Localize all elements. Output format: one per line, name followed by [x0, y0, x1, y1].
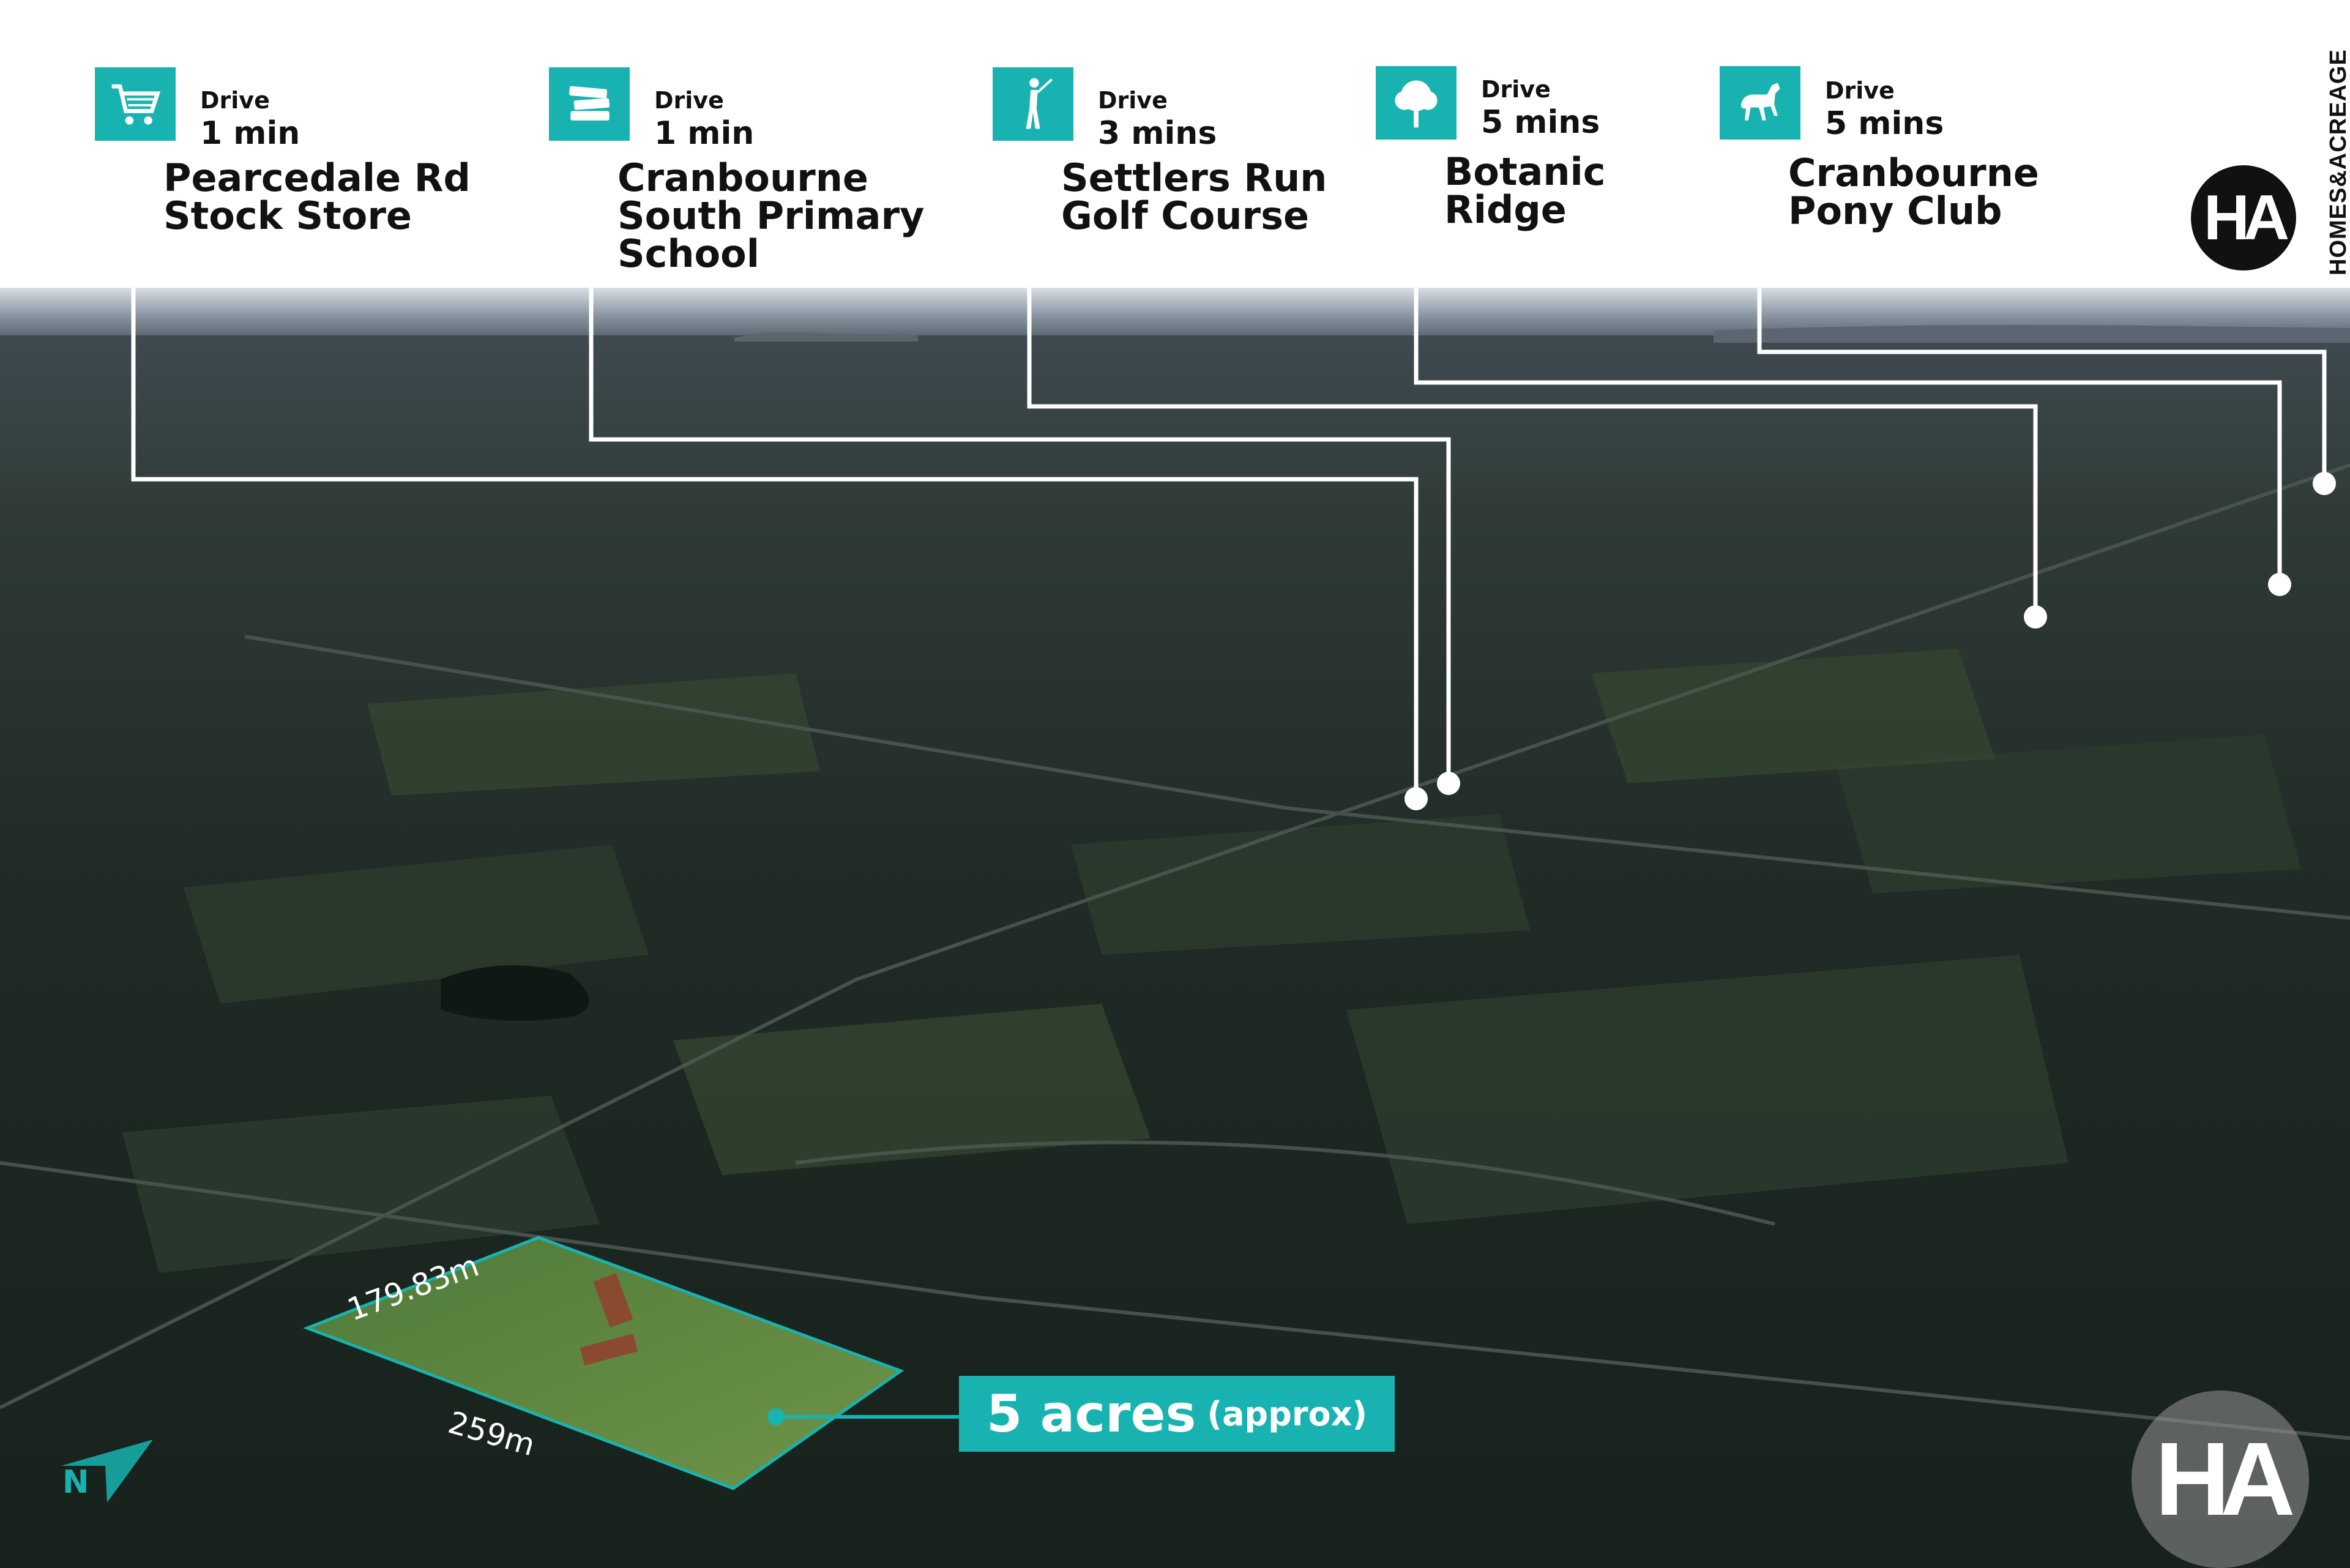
tree-icon: [1376, 66, 1457, 140]
acreage-qualifier: (approx): [1207, 1394, 1368, 1433]
poi-name-line: South Primary: [617, 193, 925, 238]
poi-name: Botanic Ridge: [1444, 153, 1605, 229]
poi-name: Cranbourne Pony Club: [1788, 154, 2039, 230]
poi-name-line: School: [617, 231, 759, 276]
drive-label: Drive: [1481, 76, 1551, 103]
brand-logo-bottom: HA: [2132, 1391, 2309, 1568]
brand-logo-top: HA HOMES&ACREAGE: [2191, 49, 2350, 282]
header-band: [0, 0, 2350, 288]
poi-name-line: Botanic: [1444, 149, 1606, 194]
drive-label: Drive: [654, 87, 724, 114]
drive-time: 5 mins: [1825, 105, 1944, 142]
drive-time: 3 mins: [1098, 115, 1217, 152]
horse-icon: [1720, 66, 1800, 140]
poi-name-line: Pearcedale Rd: [163, 155, 471, 200]
drive-time: 1 min: [654, 115, 755, 152]
drive-time: 1 min: [200, 115, 300, 152]
poi-name-line: Cranbourne: [617, 155, 868, 200]
poi-name-line: Stock Store: [163, 193, 412, 238]
poi-name: Pearcedale Rd Stock Store: [163, 159, 471, 235]
golfer-icon: [993, 67, 1073, 141]
drive-label: Drive: [1825, 77, 1895, 104]
poi-name-line: Golf Course: [1061, 193, 1310, 238]
acreage-callout: 5 acres (approx): [959, 1376, 1395, 1452]
shopping-cart-icon: [95, 67, 176, 141]
brand-wordmark: HOMES&ACREAGE: [2326, 49, 2350, 275]
poi-name-line: Ridge: [1444, 187, 1567, 232]
books-icon: [549, 67, 630, 141]
poi-name-line: Cranbourne: [1788, 151, 2039, 195]
acreage-value: 5 acres: [986, 1384, 1196, 1444]
drive-time: 5 mins: [1481, 104, 1600, 141]
drive-label: Drive: [1098, 87, 1168, 114]
poi-name-line: Settlers Run: [1061, 155, 1327, 200]
brand-monogram: HA: [2191, 165, 2296, 271]
poi-name: Cranbourne South Primary School: [617, 159, 924, 273]
drive-label: Drive: [200, 87, 270, 114]
poi-name-line: Pony Club: [1788, 189, 2002, 233]
poi-name: Settlers Run Golf Course: [1061, 159, 1327, 235]
compass-north-label: N: [62, 1464, 89, 1501]
